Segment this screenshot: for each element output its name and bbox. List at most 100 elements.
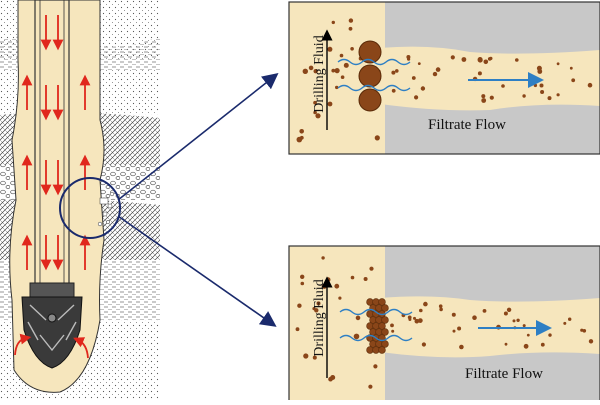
particle — [299, 129, 305, 134]
panel-packed-particle-bridging — [289, 246, 600, 400]
particle — [439, 307, 443, 312]
filtrate-flow-label-bottom: Filtrate Flow — [465, 366, 543, 382]
particle — [348, 18, 354, 23]
drilling-fluid-label-top: Drilling Fluid — [312, 35, 327, 113]
particle — [481, 94, 486, 99]
particle — [533, 83, 538, 88]
particle — [331, 20, 335, 25]
drilling-fluid-label-bottom: Drilling Fluid — [312, 279, 327, 357]
particle — [334, 283, 340, 289]
packed-particle — [381, 304, 389, 312]
particle — [457, 326, 462, 331]
particle — [315, 113, 321, 119]
particle — [477, 57, 483, 62]
particle — [487, 57, 492, 61]
particle — [300, 274, 305, 279]
particle — [413, 316, 416, 320]
particle — [390, 323, 394, 328]
particle — [350, 47, 354, 51]
particle — [503, 311, 508, 316]
particle — [420, 86, 426, 91]
particle — [569, 66, 573, 70]
particle — [297, 303, 302, 308]
particle — [526, 333, 530, 337]
particle — [481, 98, 487, 103]
particle — [313, 100, 317, 105]
particle — [417, 318, 423, 323]
filtrate-flow-label-top: Filtrate Flow — [428, 117, 506, 133]
particle — [580, 328, 584, 332]
particle — [350, 275, 355, 280]
particle — [299, 135, 304, 140]
drill-bit — [21, 282, 83, 369]
particle — [451, 312, 456, 317]
particle — [512, 319, 516, 323]
packed-particle — [378, 298, 386, 306]
particle — [338, 296, 342, 300]
particle — [313, 110, 317, 115]
particle — [414, 95, 419, 100]
particle — [300, 281, 305, 286]
particle — [348, 26, 353, 31]
particle — [522, 94, 526, 98]
particle — [391, 329, 395, 333]
particle — [334, 68, 340, 74]
particle — [395, 69, 399, 73]
particle — [432, 71, 438, 77]
zoom-callout — [59, 73, 279, 327]
particle — [374, 135, 380, 141]
particle — [303, 353, 309, 359]
particle — [452, 329, 456, 333]
filtrate-waves-bottom — [339, 308, 413, 342]
particle — [340, 75, 345, 79]
particle — [355, 315, 361, 321]
particle — [295, 327, 300, 332]
particle — [587, 82, 593, 88]
bridging-particles-top — [358, 40, 382, 112]
particle — [339, 53, 344, 58]
particle — [504, 342, 508, 346]
particle — [537, 69, 543, 74]
particle — [368, 384, 373, 389]
particle — [506, 307, 512, 312]
particle — [316, 301, 321, 306]
particle — [414, 318, 420, 324]
particle — [328, 376, 333, 382]
particle — [548, 333, 552, 337]
filtrate-channel-top — [380, 46, 600, 111]
particle — [302, 68, 308, 75]
particle — [423, 301, 428, 307]
packed-particle — [381, 316, 389, 324]
particle — [312, 355, 317, 360]
particle — [540, 90, 545, 94]
particle — [391, 70, 396, 75]
particle — [547, 96, 552, 101]
packed-particle — [378, 346, 386, 354]
particle — [407, 57, 411, 61]
particle — [353, 333, 360, 340]
particle — [556, 62, 560, 66]
filtrate-channel-bottom — [380, 296, 600, 358]
particle — [313, 69, 318, 74]
invasion-zone-marker — [99, 197, 109, 205]
particle — [419, 308, 423, 313]
particle — [501, 84, 505, 88]
particle — [588, 339, 594, 344]
particle — [483, 59, 489, 65]
particle — [435, 67, 441, 72]
particle — [308, 65, 314, 71]
circulation-arrows — [14, 15, 91, 359]
particle — [408, 318, 412, 321]
particle — [391, 88, 396, 93]
packed-particle — [381, 328, 389, 336]
particle — [523, 343, 529, 349]
panel-large-particle-bridging — [289, 2, 600, 154]
particle — [450, 55, 455, 60]
particle — [312, 307, 316, 311]
particle — [327, 46, 333, 52]
particle — [411, 76, 416, 80]
particle — [563, 321, 567, 325]
particle — [421, 342, 426, 347]
particle — [515, 58, 519, 62]
